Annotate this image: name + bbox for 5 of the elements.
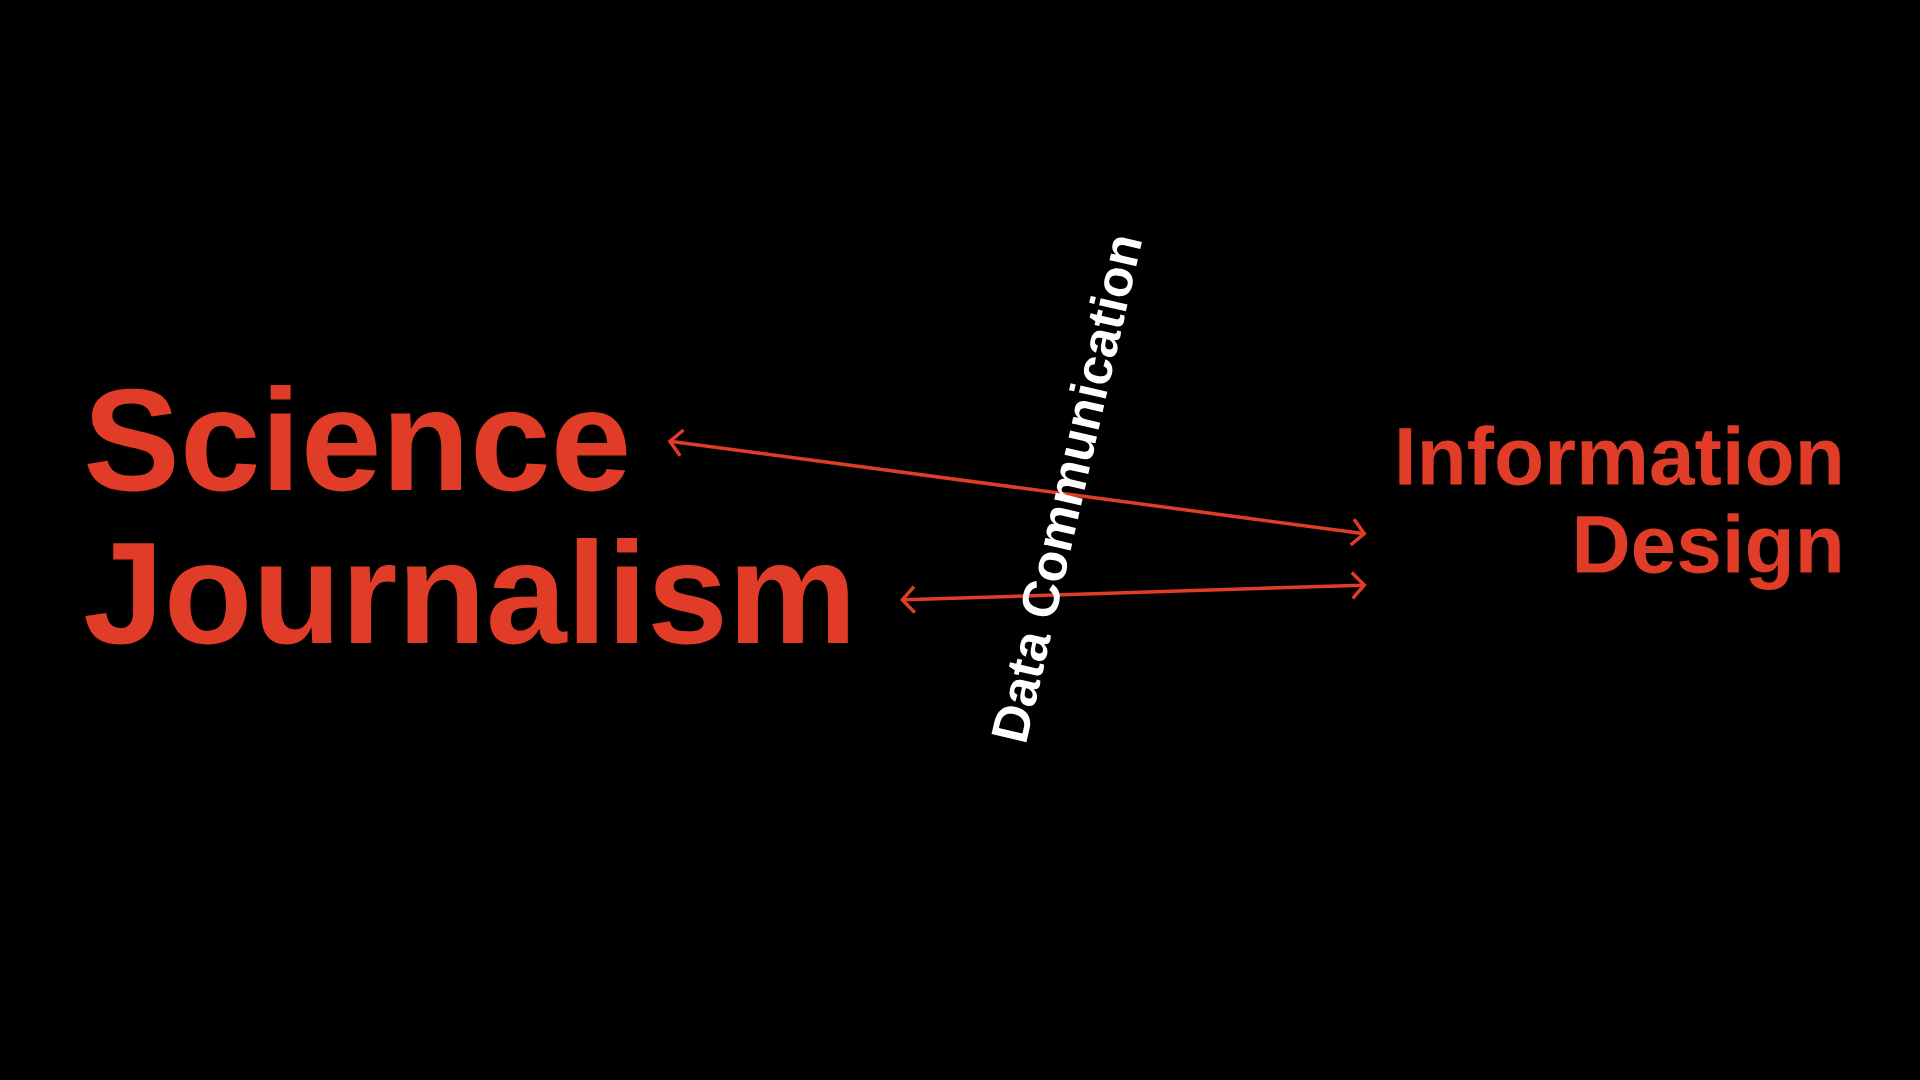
title-text: Journalism bbox=[85, 537, 848, 645]
title-text: Information Design bbox=[1399, 425, 1840, 590]
double-arrow bbox=[667, 428, 1367, 547]
double-arrow bbox=[899, 571, 1367, 614]
title-text: Science bbox=[87, 384, 627, 492]
